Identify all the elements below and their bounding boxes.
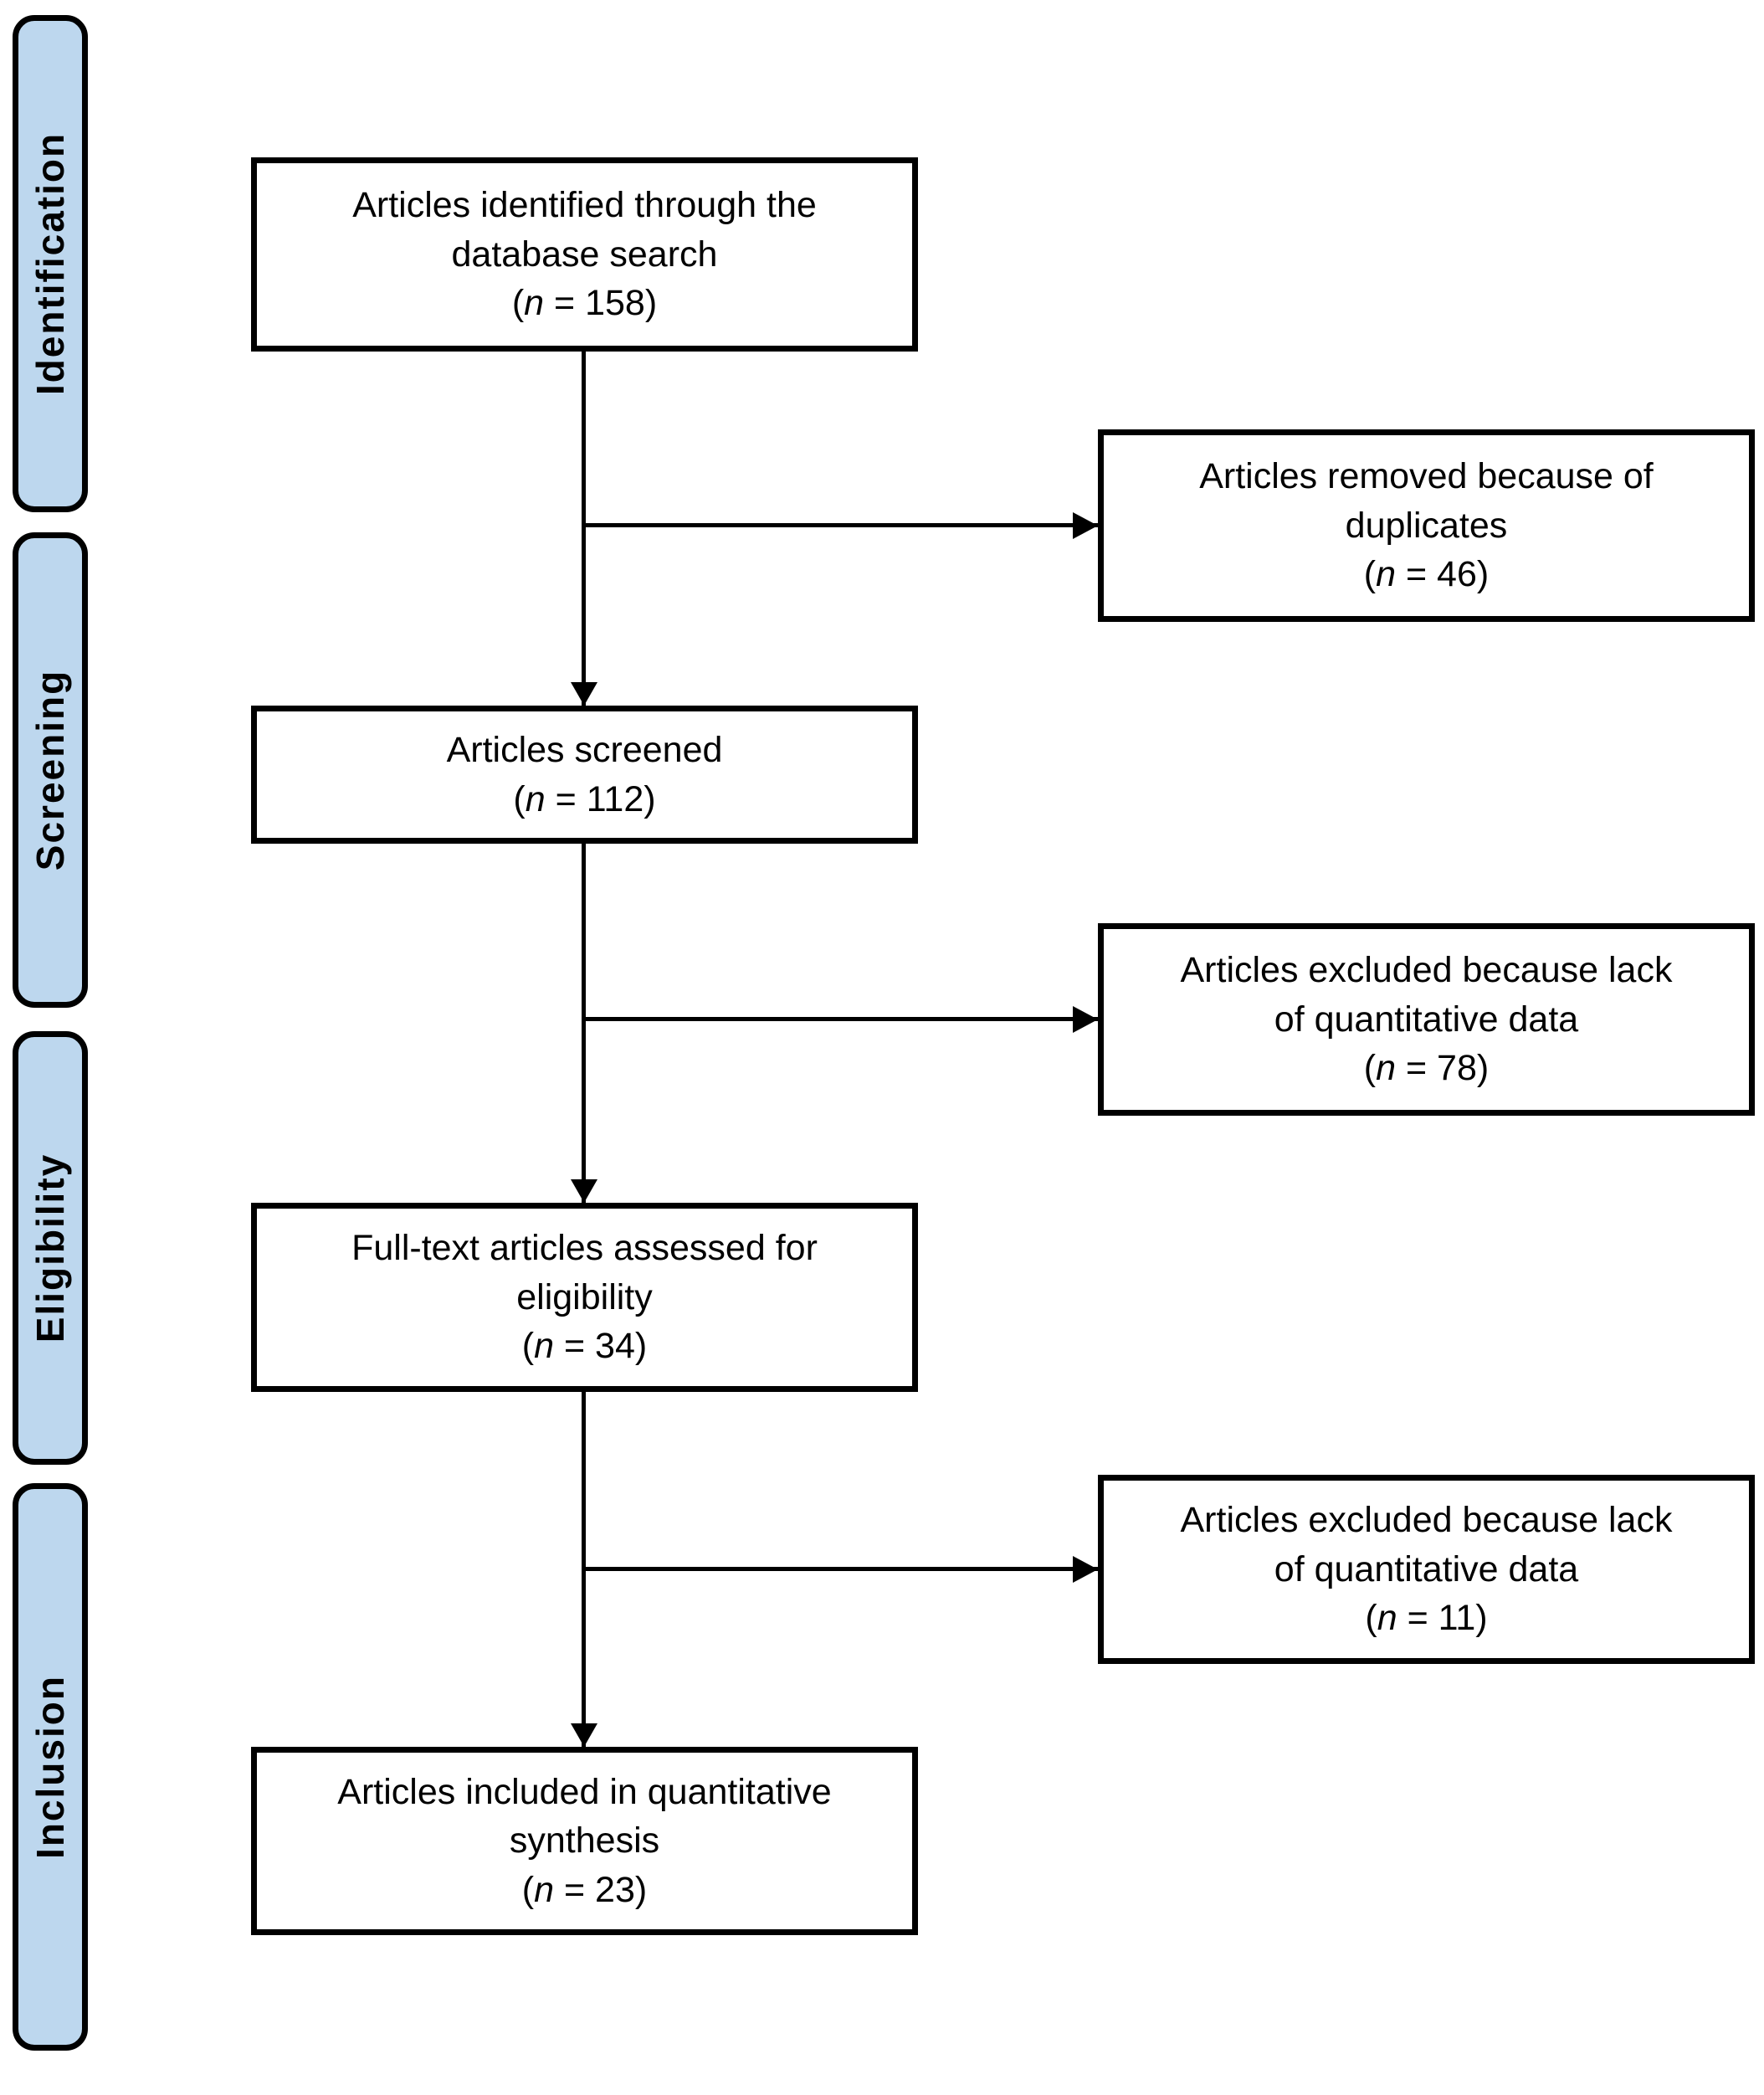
- box-text-line: Articles identified through the: [352, 185, 817, 226]
- count-value: 78: [1437, 1048, 1477, 1089]
- connector-to-excluded-eligibility: [582, 1567, 1098, 1571]
- stage-label-screening: Screening: [28, 669, 72, 871]
- stage-label-eligibility: Eligibility: [28, 1153, 72, 1343]
- connector-to-duplicates: [582, 523, 1098, 527]
- box-text-line: of quantitative data: [1274, 999, 1579, 1040]
- box-text-line: Full-text articles assessed for: [351, 1228, 818, 1269]
- equals-sign: =: [1397, 1598, 1438, 1639]
- count-line: (n = 112): [513, 775, 655, 824]
- paren-open: (: [1363, 1048, 1377, 1089]
- n-symbol: n: [534, 1326, 555, 1367]
- count-value: 112: [586, 778, 644, 819]
- paren-open: (: [1363, 554, 1377, 595]
- n-symbol: n: [524, 283, 545, 324]
- count-line: (n = 46): [1364, 550, 1489, 598]
- stage-eligibility: Eligibility: [13, 1031, 88, 1465]
- arrowhead-down-icon: [571, 1723, 597, 1747]
- n-symbol: n: [1377, 1598, 1397, 1639]
- n-symbol: n: [1376, 554, 1397, 595]
- count-value: 46: [1437, 554, 1477, 595]
- box-articles-screened: Articles screened (n = 112): [251, 706, 918, 844]
- box-articles-included: Articles included in quantitative synthe…: [251, 1747, 918, 1935]
- box-text-line: Articles excluded because lack: [1180, 950, 1673, 991]
- box-text-line: of quantitative data: [1274, 1548, 1579, 1589]
- count-line: (n = 23): [522, 1866, 647, 1914]
- paren-close: ): [1476, 1048, 1490, 1089]
- stage-inclusion: Inclusion: [13, 1483, 88, 2051]
- stage-label-inclusion: Inclusion: [28, 1675, 72, 1859]
- equals-sign: =: [544, 283, 586, 324]
- paren-close: ): [644, 283, 658, 324]
- arrowhead-down-icon: [571, 1179, 597, 1203]
- paren-open: (: [521, 1326, 535, 1367]
- stage-screening: Screening: [13, 532, 88, 1008]
- n-symbol: n: [1376, 1048, 1397, 1089]
- box-excluded-no-quantitative-data-2: Articles excluded because lack of quanti…: [1098, 1475, 1755, 1664]
- connector-screened-to-fulltext: [582, 840, 586, 1203]
- box-text-line: database search: [451, 234, 718, 275]
- n-symbol: n: [525, 778, 546, 819]
- box-removed-duplicates: Articles removed because of duplicates (…: [1098, 429, 1755, 622]
- connector-to-excluded-screening: [582, 1017, 1098, 1021]
- equals-sign: =: [545, 778, 587, 819]
- paren-open: (: [521, 1869, 535, 1910]
- paren-close: ): [644, 778, 656, 819]
- box-excluded-no-quantitative-data-1: Articles excluded because lack of quanti…: [1098, 923, 1755, 1116]
- n-symbol: n: [534, 1869, 555, 1910]
- paren-close: ): [1475, 1598, 1488, 1639]
- count-value: 158: [585, 283, 645, 324]
- count-line: (n = 78): [1364, 1044, 1489, 1092]
- count-line: (n = 34): [522, 1322, 647, 1370]
- paren-open: (: [513, 778, 526, 819]
- box-articles-identified: Articles identified through the database…: [251, 157, 918, 352]
- box-text-line: duplicates: [1345, 505, 1508, 546]
- arrowhead-right-icon: [1073, 1556, 1098, 1583]
- paren-open: (: [511, 283, 525, 324]
- box-text-line: Articles removed because of: [1199, 456, 1654, 497]
- box-text-line: Articles screened: [446, 730, 723, 771]
- paren-close: ): [634, 1326, 648, 1367]
- arrowhead-right-icon: [1073, 512, 1098, 539]
- box-fulltext-assessed: Full-text articles assessed for eligibil…: [251, 1203, 918, 1392]
- count-line: (n = 158): [512, 279, 657, 327]
- paren-open: (: [1365, 1598, 1377, 1639]
- equals-sign: =: [1396, 554, 1438, 595]
- equals-sign: =: [554, 1869, 596, 1910]
- count-line: (n = 11): [1365, 1594, 1487, 1642]
- equals-sign: =: [554, 1326, 596, 1367]
- paren-close: ): [634, 1869, 648, 1910]
- arrowhead-right-icon: [1073, 1006, 1098, 1033]
- box-text-line: Articles excluded because lack: [1180, 1500, 1673, 1541]
- arrowhead-down-icon: [571, 682, 597, 706]
- count-value: 11: [1438, 1598, 1476, 1639]
- box-text-line: Articles included in quantitative: [337, 1771, 832, 1812]
- stage-label-identification: Identification: [28, 131, 72, 396]
- equals-sign: =: [1396, 1048, 1438, 1089]
- paren-close: ): [1476, 554, 1490, 595]
- count-value: 23: [595, 1869, 635, 1910]
- count-value: 34: [595, 1326, 635, 1367]
- stage-identification: Identification: [13, 15, 88, 512]
- box-text-line: synthesis: [509, 1820, 660, 1861]
- box-text-line: eligibility: [516, 1276, 653, 1317]
